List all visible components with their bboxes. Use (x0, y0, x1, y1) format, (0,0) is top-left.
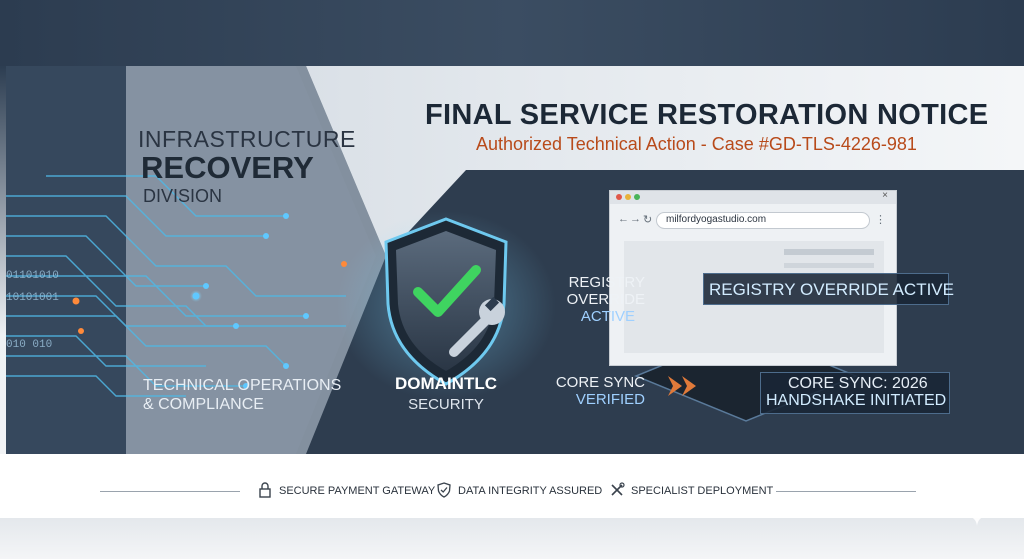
core-sync-status-line-1: CORE SYNC: 2026 (788, 375, 928, 392)
core-sync-status-line-2: HANDSHAKE INITIATED (766, 392, 947, 409)
registry-label-1: REGISTRY (568, 274, 645, 291)
tools-icon (611, 482, 625, 496)
top-band (0, 0, 1024, 66)
reload-icon[interactable]: ↻ (643, 214, 653, 226)
feature-secure-payment: SECURE PAYMENT GATEWAY (279, 485, 436, 497)
core-sync-status-box (760, 372, 950, 414)
divider-right (776, 491, 916, 492)
checkmark-icon (413, 265, 481, 317)
circuit-orange-nodes (72, 261, 347, 334)
core-sync-label-1: CORE SYNC (555, 374, 645, 391)
browser-url: milfordyogastudio.com (666, 214, 767, 225)
operations-line-1: TECHNICAL OPERATIONS (143, 377, 342, 394)
registry-label-3: ACTIVE (580, 308, 635, 325)
back-arrow-icon[interactable]: ← (618, 213, 629, 225)
shield-check-icon (437, 482, 451, 498)
circuit-lines (6, 175, 346, 397)
notice-title: FINAL SERVICE RESTORATION NOTICE (425, 99, 989, 131)
banner-graphics: 01101010 10101001 010 010 (6, 66, 1024, 454)
binary-text-3: 010 010 (6, 339, 52, 351)
division-line-1: INFRASTRUCTURE (138, 126, 356, 152)
lock-icon (259, 482, 271, 498)
core-sync-label-2: VERIFIED (575, 391, 645, 408)
sparkle-icon (967, 506, 987, 526)
chevron-highlight (126, 66, 386, 454)
minimize-dot-icon (625, 194, 631, 200)
division-line-2: RECOVERY (141, 150, 314, 185)
close-dot-icon (616, 194, 622, 200)
registry-label-2: OVERRIDE (566, 291, 645, 308)
notice-subtitle: Authorized Technical Action - Case #GD-T… (476, 134, 917, 154)
feature-data-integrity: DATA INTEGRITY ASSURED (458, 485, 603, 497)
brand-tagline: SECURITY (408, 396, 484, 413)
circuit-nodes (190, 213, 309, 389)
binary-text-1: 01101010 (6, 270, 59, 282)
wrench-icon (449, 296, 505, 357)
feature-specialist-deployment: SPECIALIST DEPLOYMENT (631, 485, 774, 497)
menu-icon[interactable]: ⋮ (875, 214, 886, 226)
forward-arrow-icon[interactable]: → (630, 213, 641, 225)
chevron-arrows-core (668, 376, 696, 396)
division-line-3: DIVISION (143, 186, 223, 206)
close-tab-icon[interactable]: × (882, 190, 888, 201)
divider-left (100, 491, 240, 492)
maximize-dot-icon (634, 194, 640, 200)
address-bar[interactable] (656, 212, 870, 229)
brand-name: DOMAINTLC (395, 374, 497, 393)
operations-line-2: & COMPLIANCE (143, 396, 264, 413)
registry-status-text: REGISTRY OVERRIDE ACTIVE (709, 280, 954, 299)
binary-text-2: 10101001 (6, 292, 59, 304)
browser-titlebar: × (610, 190, 896, 204)
feature-strip (0, 454, 1024, 518)
lower-band (0, 518, 1024, 559)
registry-status-box (703, 273, 949, 305)
